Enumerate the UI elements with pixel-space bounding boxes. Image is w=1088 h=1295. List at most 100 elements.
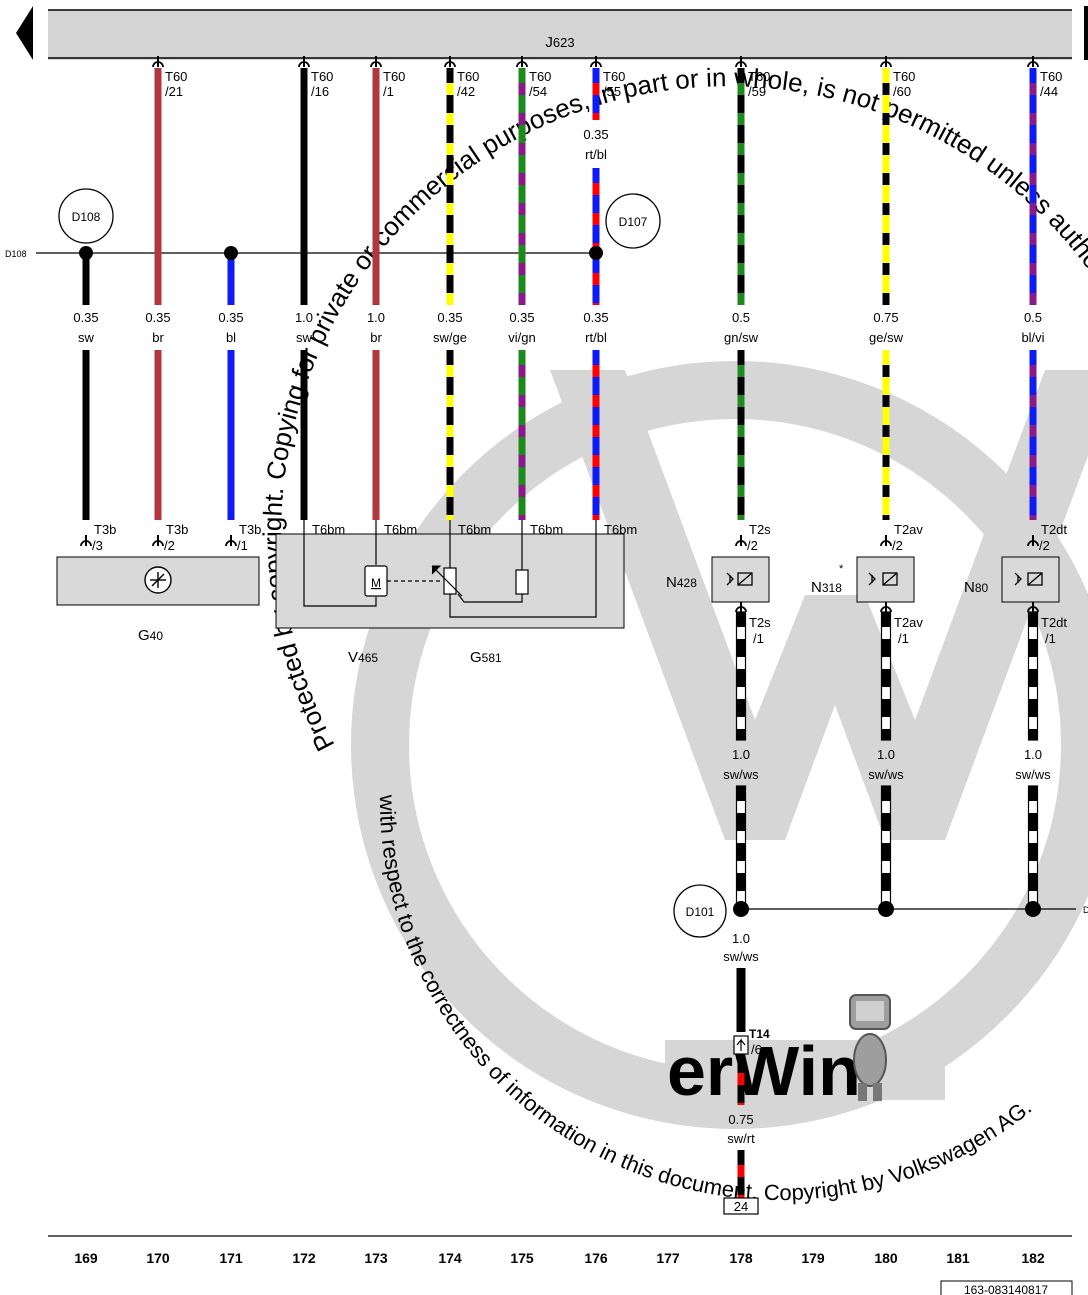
svg-text:24: 24 xyxy=(734,1199,748,1214)
svg-text:*: * xyxy=(839,563,844,575)
ecu-pin-hook-icon xyxy=(444,56,456,68)
ecu-pin-connector: T60 xyxy=(383,69,405,84)
potentiometer-icon xyxy=(443,567,457,595)
wire-size-label: 1.0 xyxy=(367,310,385,325)
component-g40: G40 xyxy=(56,556,260,644)
wire-sw-rt-a xyxy=(737,1058,745,1105)
ecu-pin-hook-icon xyxy=(1027,56,1039,68)
ecu-pin-hook-icon xyxy=(516,56,528,68)
component-pin-number: /2 xyxy=(164,538,175,553)
valve-pin-number: /1 xyxy=(753,631,764,646)
column-number: 171 xyxy=(219,1250,243,1266)
wire-size-label: 1.0 xyxy=(1024,747,1042,762)
column-number: 178 xyxy=(729,1250,753,1266)
valve-pin-connector: T2s xyxy=(749,615,771,630)
ecu-label: J623 xyxy=(545,34,574,51)
ecu-pin-hook-icon xyxy=(152,56,164,68)
component-pin-connector: T2s xyxy=(749,522,771,537)
component-pin-number: /2 xyxy=(892,538,903,553)
component-pin-hook-icon xyxy=(225,535,237,547)
wire-size-label: 1.0 xyxy=(732,747,750,762)
wire-upper-1 xyxy=(300,68,308,305)
junction-d107: D107 xyxy=(605,193,661,249)
wire-color-label: sw/rt xyxy=(727,1131,755,1146)
component-pin-number: /2 xyxy=(1039,538,1050,553)
ground-wire-b-0 xyxy=(735,785,747,910)
junction-d101: D101 D xyxy=(673,884,1088,938)
valve-pin-hook-icon xyxy=(1027,601,1039,613)
component-pin-connector: T3b xyxy=(166,522,188,537)
component-pin-hook-icon xyxy=(80,535,92,547)
valve-pin-hook-icon xyxy=(735,601,747,613)
ecu-pin-number: /55 xyxy=(603,84,621,99)
wire-color-label: ge/sw xyxy=(869,330,904,345)
junction-edge-label-left: D108 xyxy=(5,249,27,259)
ecu-pin-hook-icon xyxy=(880,56,892,68)
wire-lower-1 xyxy=(154,350,162,520)
wire-lower-0 xyxy=(82,350,90,520)
ecu-pin-connector: T60 xyxy=(529,69,551,84)
wire-lower-3 xyxy=(300,350,308,520)
column-number: 180 xyxy=(874,1250,898,1266)
wire-size-label: 0.5 xyxy=(1024,310,1042,325)
wire-color-label: vi/gn xyxy=(508,330,535,345)
wire-color-label: bl xyxy=(226,330,236,345)
solenoid-valve-icon xyxy=(868,572,898,586)
wire-upper-7 xyxy=(1029,68,1037,305)
ground-wire-b-2 xyxy=(1027,785,1039,910)
ecu-bar-j623: J623 xyxy=(48,9,1072,60)
junction-dots xyxy=(79,246,1041,917)
wire-upper-4 xyxy=(518,68,526,305)
wire-size-label: 0.35 xyxy=(218,310,243,325)
ecu-pin-number: /16 xyxy=(311,84,329,99)
svg-text:T14: T14 xyxy=(749,1027,770,1041)
ecu-pin-connector: T60 xyxy=(748,69,770,84)
wire-color-label: sw/ge xyxy=(433,330,467,345)
column-number: 176 xyxy=(584,1250,608,1266)
ecu-pin-number: /54 xyxy=(529,84,547,99)
reference-box-24: 24 xyxy=(723,1197,759,1215)
wire-color-label: bl/vi xyxy=(1021,330,1044,345)
component-pin-connector: T3b xyxy=(94,522,116,537)
ground-wire-b-1 xyxy=(880,785,892,910)
wire-lower-4 xyxy=(372,350,380,520)
wire-color-label: rt/bl xyxy=(585,147,607,162)
wire-upper-171 xyxy=(227,253,235,305)
column-number: 170 xyxy=(146,1250,170,1266)
column-number: 174 xyxy=(438,1250,462,1266)
component-pin-number: /3 xyxy=(92,538,103,553)
ecu-pin-hook-icon xyxy=(735,56,747,68)
wire-color-label: rt/bl xyxy=(585,330,607,345)
ecu-pin-hook-icon xyxy=(590,56,602,68)
ecu-pin-number: /44 xyxy=(1040,84,1058,99)
wire-size-label: 0.35 xyxy=(583,310,608,325)
ground-wire-d101-out xyxy=(736,968,746,1032)
wire-color-label: sw/ws xyxy=(868,767,904,782)
component-pin-connector: T6bm xyxy=(384,522,417,537)
wire-upper-0 xyxy=(154,68,162,305)
connector-t14: T14 /6 xyxy=(733,1027,770,1057)
wire-size-label: 0.75 xyxy=(873,310,898,325)
next-page-arrow-icon[interactable] xyxy=(1084,6,1088,60)
watermark-arc-text-top: Protected by copyright. Copying for priv… xyxy=(0,0,1088,756)
wire-color-label: br xyxy=(370,330,382,345)
component-pin-connector: T6bm xyxy=(604,522,637,537)
wire-size-label: 0.35 xyxy=(583,127,608,142)
column-number: 179 xyxy=(801,1250,825,1266)
svg-text:G581: G581 xyxy=(470,649,502,666)
wire-lower-9 xyxy=(882,350,890,520)
prev-page-arrow-icon[interactable] xyxy=(16,6,33,60)
column-number: 182 xyxy=(1021,1250,1045,1266)
ecu-pin-number: /59 xyxy=(748,84,766,99)
component-pin-connector: T2av xyxy=(894,522,923,537)
svg-text:163-083140817: 163-083140817 xyxy=(964,1283,1048,1295)
svg-text:N428: N428 xyxy=(666,574,697,591)
wire-color-label: gn/sw xyxy=(724,330,759,345)
valve-pin-connector: T2dt xyxy=(1041,615,1067,630)
ecu-pin-hook-icon xyxy=(370,56,382,68)
valve-pin-hook-icon xyxy=(880,601,892,613)
footer-code: 163-083140817 xyxy=(940,1280,1073,1295)
svg-text:V465: V465 xyxy=(348,649,378,666)
column-number: 172 xyxy=(292,1250,316,1266)
